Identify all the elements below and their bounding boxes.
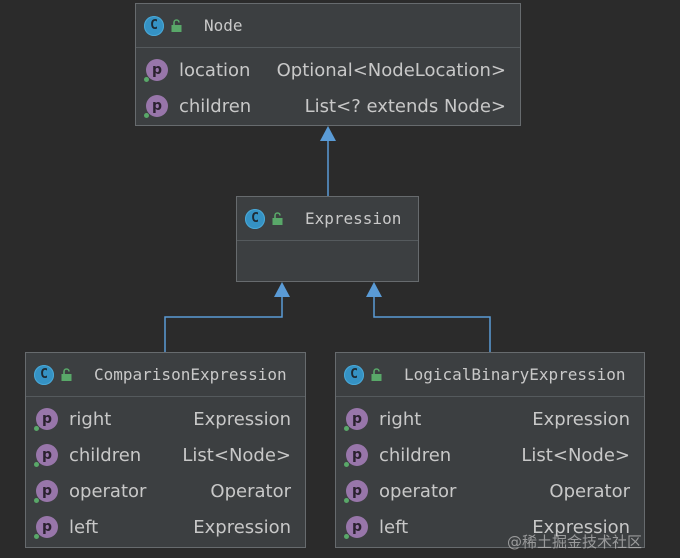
- class-comparison-expression[interactable]: C ComparisonExpression p right Expressio…: [25, 352, 306, 548]
- field-name: left: [379, 516, 409, 538]
- class-name: Expression: [305, 209, 402, 228]
- field-name: left: [69, 516, 99, 538]
- field-row[interactable]: p location Optional<NodeLocation>: [136, 52, 520, 88]
- class-expression[interactable]: C Expression: [236, 196, 419, 282]
- field-row[interactable]: p children List<? extends Node>: [136, 88, 520, 124]
- field-row[interactable]: p children List<Node>: [336, 437, 644, 473]
- field-type: Optional<NodeLocation>: [276, 59, 506, 81]
- unlocked-icon: [272, 212, 283, 225]
- class-icon: C: [344, 364, 364, 385]
- unlocked-icon: [61, 368, 72, 381]
- field-list: p location Optional<NodeLocation> p chil…: [136, 48, 520, 124]
- field-type: List<Node>: [521, 444, 630, 466]
- class-icon: C: [144, 15, 164, 36]
- field-name: operator: [379, 480, 457, 502]
- class-name: ComparisonExpression: [94, 365, 287, 384]
- field-type: Expression: [193, 408, 291, 430]
- field-list-empty: [237, 241, 418, 245]
- field-row[interactable]: p right Expression: [26, 401, 305, 437]
- property-icon: p: [344, 408, 368, 431]
- arrowhead-expression-left: [274, 282, 290, 297]
- watermark: @稀土掘金技术社区: [506, 533, 642, 551]
- field-list: p right Expression p children List<Node>…: [26, 397, 305, 545]
- field-row[interactable]: p children List<Node>: [26, 437, 305, 473]
- field-name: operator: [69, 480, 147, 502]
- property-icon: p: [144, 95, 168, 118]
- arrowhead-node: [320, 126, 336, 141]
- class-logical-binary-expression[interactable]: C LogicalBinaryExpression p right Expres…: [335, 352, 645, 548]
- class-header: C LogicalBinaryExpression: [336, 353, 644, 397]
- field-row[interactable]: p right Expression: [336, 401, 644, 437]
- class-name: Node: [204, 16, 243, 35]
- field-name: location: [179, 59, 251, 81]
- field-row[interactable]: p operator Operator: [336, 473, 644, 509]
- field-name: children: [379, 444, 452, 466]
- field-name: children: [69, 444, 142, 466]
- field-list: p right Expression p children List<Node>…: [336, 397, 644, 545]
- field-row[interactable]: p left Expression: [336, 509, 644, 545]
- field-type: Expression: [532, 516, 630, 538]
- class-icon: C: [34, 364, 54, 385]
- field-type: Operator: [549, 480, 630, 502]
- property-icon: p: [34, 408, 58, 431]
- class-icon: C: [245, 208, 265, 229]
- arrowhead-expression-right: [366, 282, 382, 297]
- class-header: C ComparisonExpression: [26, 353, 305, 397]
- class-header: C Expression: [237, 197, 418, 241]
- property-icon: p: [34, 516, 58, 539]
- field-row[interactable]: p operator Operator: [26, 473, 305, 509]
- field-name: right: [379, 408, 422, 430]
- class-name: LogicalBinaryExpression: [404, 365, 626, 384]
- field-row[interactable]: p left Expression: [26, 509, 305, 545]
- field-type: Expression: [532, 408, 630, 430]
- class-node[interactable]: C Node p location Optional<NodeLocation>…: [135, 3, 521, 126]
- edge-comparison-to-expression: [164, 295, 283, 352]
- field-name: right: [69, 408, 112, 430]
- property-icon: p: [34, 480, 58, 503]
- class-header: C Node: [136, 4, 520, 48]
- edge-logical-to-expression: [373, 295, 491, 352]
- field-type: Operator: [210, 480, 291, 502]
- field-type: List<Node>: [182, 444, 291, 466]
- property-icon: p: [344, 480, 368, 503]
- field-type: Expression: [193, 516, 291, 538]
- unlocked-icon: [171, 19, 182, 32]
- property-icon: p: [344, 516, 368, 539]
- field-type: List<? extends Node>: [304, 95, 506, 117]
- unlocked-icon: [371, 368, 382, 381]
- property-icon: p: [34, 444, 58, 467]
- property-icon: p: [144, 59, 168, 82]
- field-name: children: [179, 95, 252, 117]
- property-icon: p: [344, 444, 368, 467]
